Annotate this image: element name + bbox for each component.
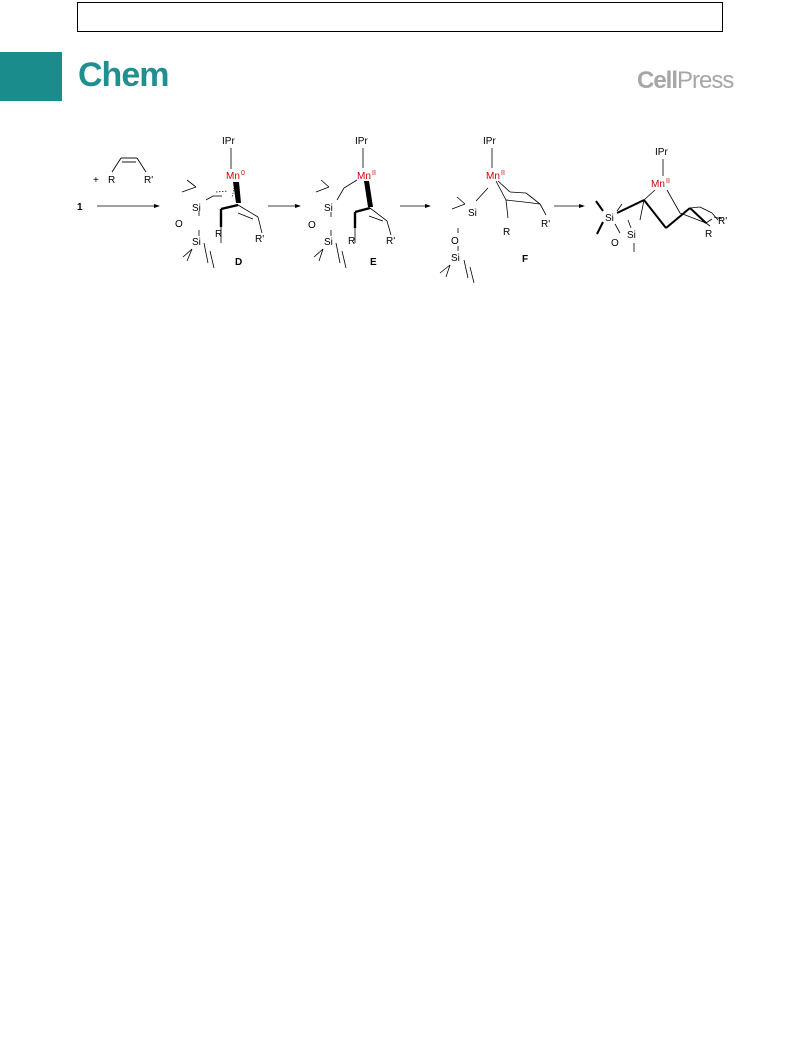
- publisher-logo-bold: Cell: [637, 67, 678, 94]
- alkene-reagent: [111, 157, 147, 173]
- si-label-1: Si: [192, 203, 201, 214]
- si-label-1: Si: [605, 213, 614, 224]
- ipr-label: IPr: [222, 136, 235, 147]
- reagent-r-label: R: [108, 175, 115, 186]
- oxidation-state: II: [372, 170, 376, 177]
- metal-label: Mn: [486, 171, 500, 182]
- o-label: O: [308, 220, 316, 231]
- header-frame: [77, 2, 723, 32]
- intermediate-label-e: E: [370, 257, 377, 268]
- intermediate-d: IPr Mn 0 Si O Si R R' D: [175, 136, 264, 269]
- publisher-logo-light: Press: [677, 67, 734, 94]
- r-label: R: [348, 236, 355, 247]
- publisher-logo: CellPress: [637, 66, 734, 96]
- rprime-label: R': [255, 234, 264, 245]
- journal-logo: Chem: [78, 56, 169, 94]
- arrow-1: [97, 204, 160, 208]
- metal-label: Mn: [357, 171, 371, 182]
- rprime-label: R': [541, 219, 550, 230]
- r-label: R: [503, 227, 510, 238]
- si-label-2: Si: [192, 237, 201, 248]
- journal-tab-marker: [0, 52, 62, 101]
- si-label-1: Si: [468, 208, 477, 219]
- r-label: R: [215, 229, 222, 240]
- intermediate-f: IPr Mn II Si O Si R R' F: [439, 136, 550, 284]
- rprime-label: R': [386, 236, 395, 247]
- metal-label: Mn: [651, 179, 665, 190]
- rprime-label: R': [718, 216, 727, 227]
- oxidation-state: II: [666, 178, 670, 185]
- o-label: O: [611, 238, 619, 249]
- start-compound-label: 1: [77, 202, 83, 213]
- reaction-scheme: 1 + R R' IPr Mn 0: [77, 136, 727, 284]
- o-label: O: [175, 219, 183, 230]
- si-label-2: Si: [324, 237, 333, 248]
- ipr-label: IPr: [655, 147, 668, 158]
- oxidation-state: II: [501, 170, 505, 177]
- intermediate-label-f: F: [522, 254, 528, 265]
- si-label-2: Si: [627, 230, 636, 241]
- si-label-2: Si: [451, 253, 460, 264]
- product: IPr Mn II Si O: [595, 147, 727, 252]
- intermediate-label-d: D: [235, 257, 242, 268]
- metal-label: Mn: [226, 171, 240, 182]
- oxidation-state: 0: [241, 170, 245, 177]
- ipr-label: IPr: [483, 136, 496, 147]
- o-label: O: [451, 236, 459, 247]
- reagent-rprime-label: R': [144, 175, 153, 186]
- intermediate-e: IPr Mn II Si O Si R R' E: [308, 136, 395, 269]
- r-label: R: [705, 229, 712, 240]
- si-label-1: Si: [324, 203, 333, 214]
- plus-sign: +: [93, 175, 99, 186]
- arrow-3: [400, 204, 431, 208]
- arrow-2: [268, 204, 301, 208]
- ipr-label: IPr: [355, 136, 368, 147]
- arrow-4: [554, 204, 585, 208]
